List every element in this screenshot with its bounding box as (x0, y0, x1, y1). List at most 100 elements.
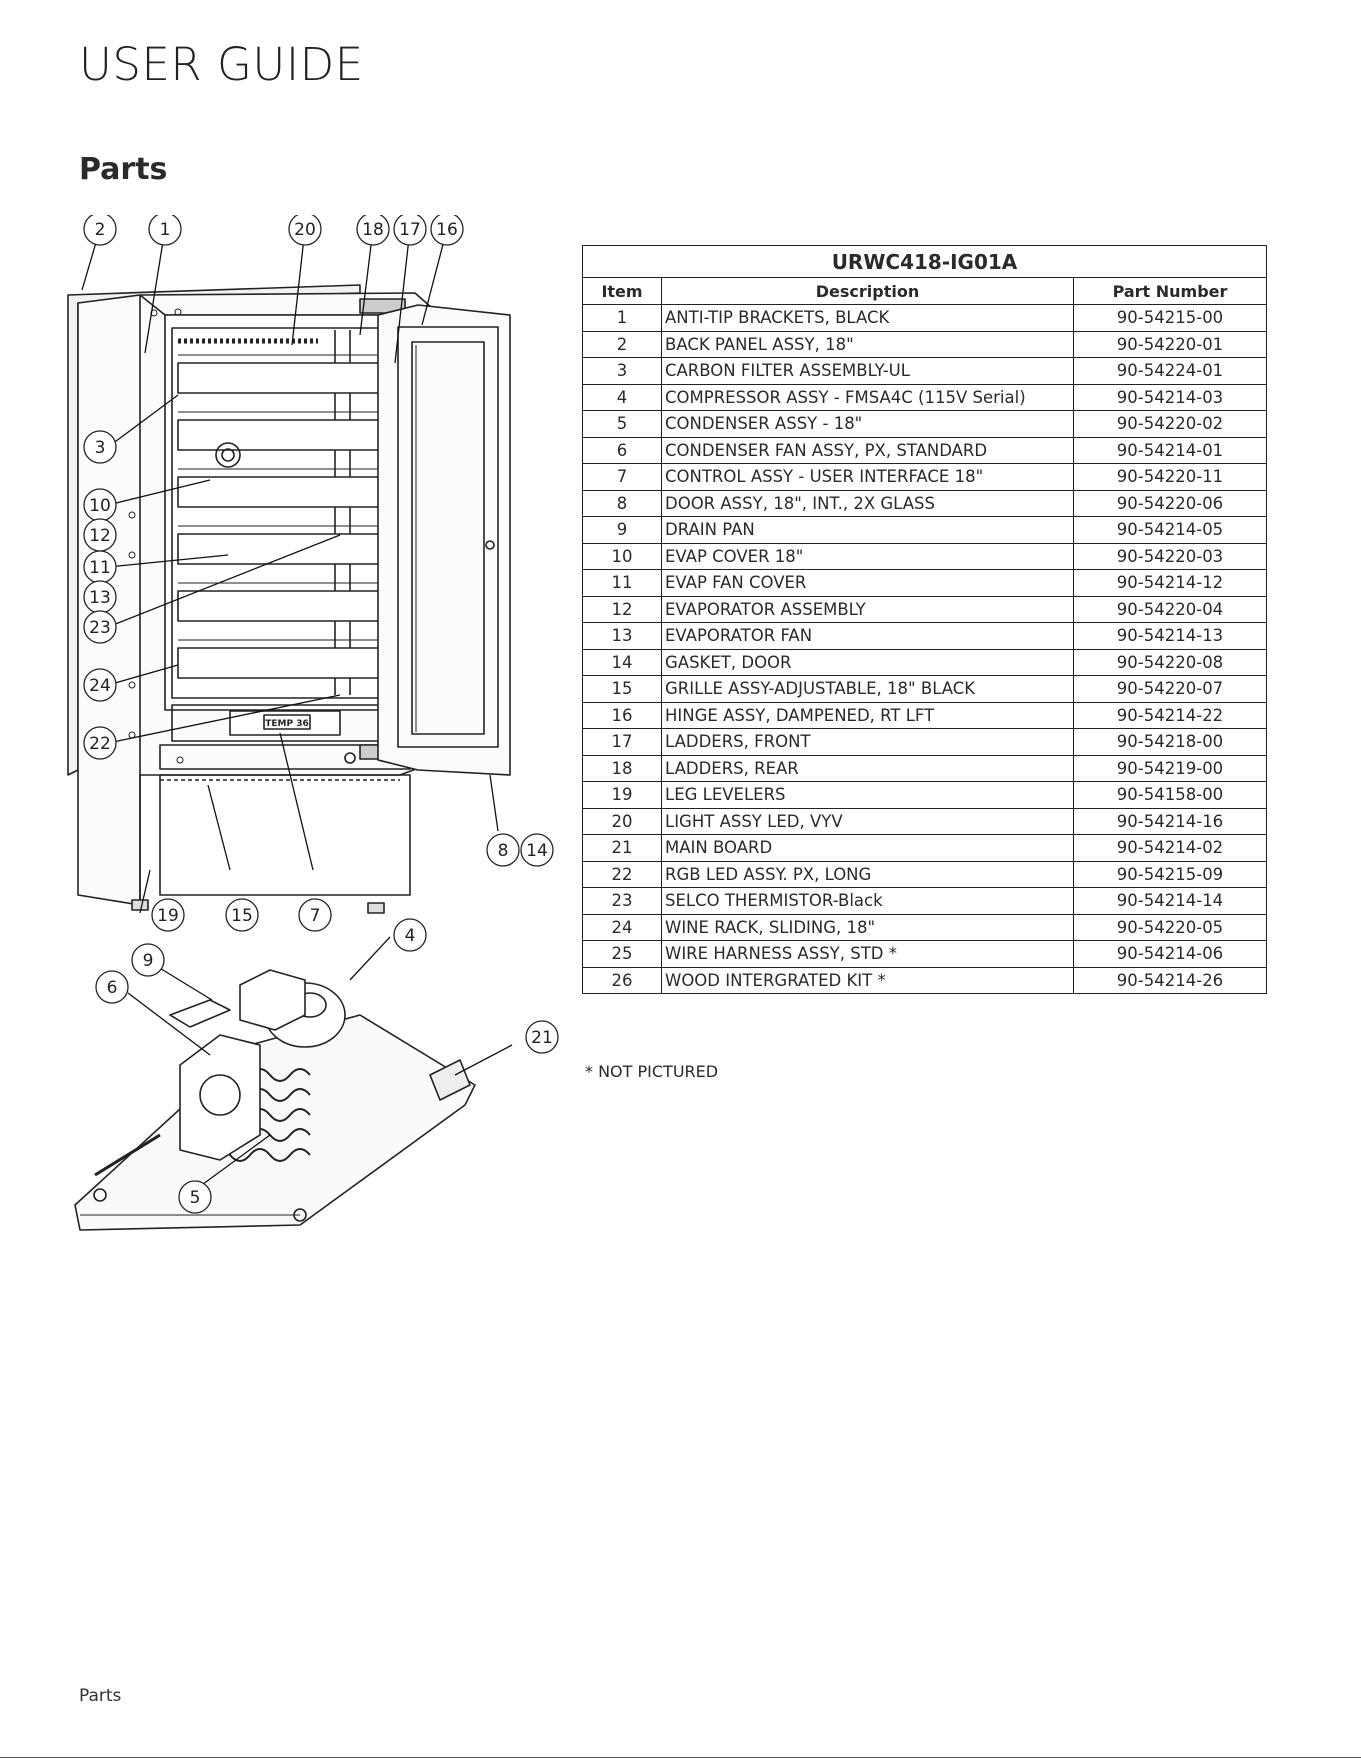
callout-14: 14 (526, 841, 548, 861)
item-cell: 17 (582, 728, 662, 756)
item-cell: 11 (582, 569, 662, 597)
part-number-cell: 90-54219-00 (1073, 754, 1267, 782)
item-cell: 21 (582, 834, 662, 862)
item-cell: 23 (582, 887, 662, 915)
part-number-cell: 90-54220-11 (1073, 463, 1267, 491)
item-cell: 1 (582, 304, 662, 332)
item-cell: 3 (582, 357, 662, 385)
part-number-cell: 90-54214-02 (1073, 834, 1267, 862)
part-number-cell: 90-54220-07 (1073, 675, 1267, 703)
column-header-description: Description (661, 277, 1074, 305)
item-cell: 2 (582, 330, 662, 358)
section-title: Parts (79, 152, 168, 187)
callout-21: 21 (531, 1028, 553, 1048)
description-cell: EVAP COVER 18" (661, 542, 1074, 570)
callout-17: 17 (399, 220, 421, 240)
part-number-cell: 90-54214-12 (1073, 569, 1267, 597)
description-cell: HINGE ASSY, DAMPENED, RT LFT (661, 701, 1074, 729)
callout-23: 23 (89, 618, 111, 638)
part-number-cell: 90-54214-14 (1073, 887, 1267, 915)
column-header-part-number: Part Number (1073, 277, 1267, 305)
callout-16: 16 (436, 220, 458, 240)
description-cell: EVAPORATOR FAN (661, 622, 1074, 650)
item-cell: 24 (582, 913, 662, 941)
callout-20: 20 (294, 220, 316, 240)
item-cell: 15 (582, 675, 662, 703)
description-cell: GASKET, DOOR (661, 648, 1074, 676)
item-cell: 26 (582, 966, 662, 994)
callout-13: 13 (89, 588, 111, 608)
item-cell: 7 (582, 463, 662, 491)
item-cell: 16 (582, 701, 662, 729)
part-number-cell: 90-54224-01 (1073, 357, 1267, 385)
description-cell: COMPRESSOR ASSY - FMSA4C (115V Serial) (661, 383, 1074, 411)
parts-diagram: 2 1 20 18 17 16 3 10 12 11 13 23 24 22 1… (67, 215, 559, 1231)
description-cell: CONDENSER ASSY - 18" (661, 410, 1074, 438)
part-number-cell: 90-54220-02 (1073, 410, 1267, 438)
callout-22: 22 (89, 734, 111, 754)
part-number-cell: 90-54215-09 (1073, 860, 1267, 888)
description-cell: LADDERS, FRONT (661, 728, 1074, 756)
item-cell: 18 (582, 754, 662, 782)
description-cell: WINE RACK, SLIDING, 18" (661, 913, 1074, 941)
part-number-cell: 90-54214-16 (1073, 807, 1267, 835)
description-cell: WIRE HARNESS ASSY, STD * (661, 940, 1074, 968)
description-cell: LEG LEVELERS (661, 781, 1074, 809)
callout-18: 18 (362, 220, 384, 240)
description-cell: EVAP FAN COVER (661, 569, 1074, 597)
not-pictured-note: * NOT PICTURED (585, 1062, 719, 1081)
footer-section-label: Parts (79, 1686, 122, 1706)
display-label: TEMP 36 (265, 719, 309, 729)
part-number-cell: 90-54220-08 (1073, 648, 1267, 676)
description-cell: SELCO THERMISTOR-Black (661, 887, 1074, 915)
part-number-cell: 90-54220-05 (1073, 913, 1267, 941)
callout-15: 15 (231, 906, 253, 926)
item-cell: 9 (582, 516, 662, 544)
page-title: USER GUIDE (79, 38, 364, 91)
part-number-cell: 90-54220-06 (1073, 489, 1267, 517)
callout-24: 24 (89, 676, 111, 696)
part-number-cell: 90-54214-06 (1073, 940, 1267, 968)
callout-6: 6 (107, 978, 118, 998)
description-cell: ANTI-TIP BRACKETS, BLACK (661, 304, 1074, 332)
callout-10: 10 (89, 496, 111, 516)
item-cell: 14 (582, 648, 662, 676)
description-cell: GRILLE ASSY-ADJUSTABLE, 18" BLACK (661, 675, 1074, 703)
part-number-cell: 90-54220-03 (1073, 542, 1267, 570)
item-cell: 8 (582, 489, 662, 517)
callout-2: 2 (95, 220, 106, 240)
callout-11: 11 (89, 558, 111, 578)
item-cell: 4 (582, 383, 662, 411)
item-cell: 25 (582, 940, 662, 968)
callout-9: 9 (143, 951, 154, 971)
callout-3: 3 (95, 438, 106, 458)
item-cell: 22 (582, 860, 662, 888)
description-cell: LADDERS, REAR (661, 754, 1074, 782)
description-cell: RGB LED ASSY. PX, LONG (661, 860, 1074, 888)
description-cell: DRAIN PAN (661, 516, 1074, 544)
item-cell: 6 (582, 436, 662, 464)
item-cell: 13 (582, 622, 662, 650)
